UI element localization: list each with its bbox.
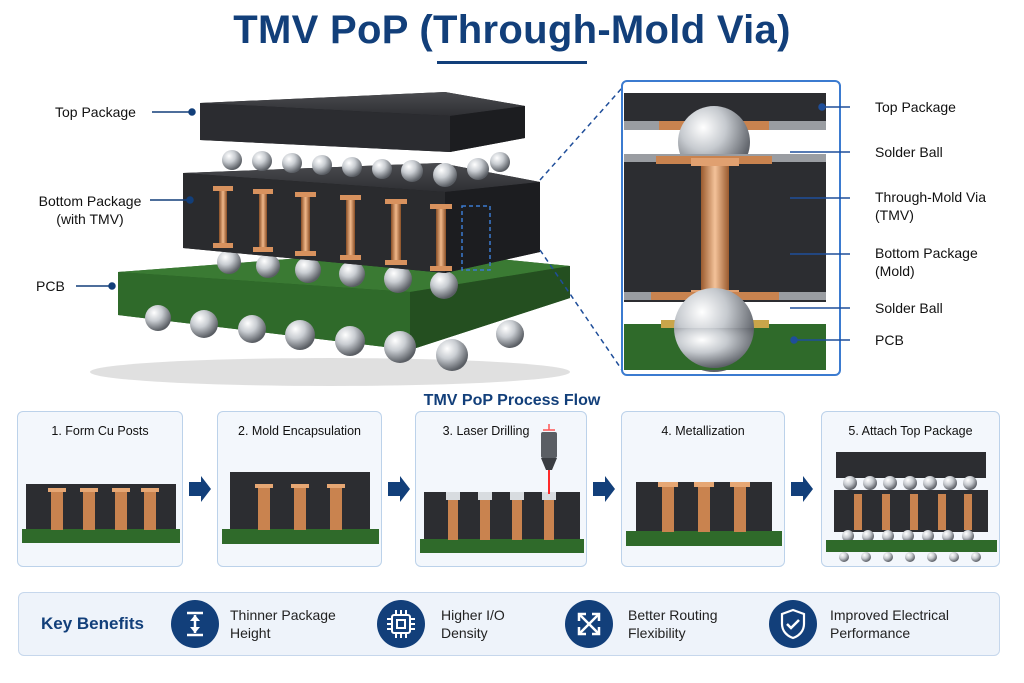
- stack-shadow: [90, 358, 570, 386]
- benefit-4-text: Improved Electrical Performance: [830, 606, 949, 642]
- detail-label-solder-ball-bottom: Solder Ball: [875, 300, 943, 316]
- step-3-illustration: [420, 424, 584, 553]
- process-step-3: 3. Laser Drilling: [415, 411, 587, 567]
- left-leader-lines: [76, 108, 196, 290]
- benefit-3-text: Better Routing Flexibility: [628, 606, 718, 642]
- page-title: TMV PoP (Through-Mold Via): [233, 8, 791, 52]
- detail-label-solder-ball-top: Solder Ball: [875, 144, 943, 160]
- label-bottom-package-line2: (with TMV): [56, 211, 124, 227]
- key-benefits-title: Key Benefits: [41, 614, 144, 633]
- detail-connector-top: [539, 87, 623, 181]
- process-step-5: 5. Attach Top Package: [821, 411, 1000, 567]
- benefit-1-line1: Thinner Package: [230, 607, 336, 623]
- detail-label-tmv-line2: (TMV): [875, 207, 914, 223]
- stack-illustration: [76, 87, 623, 386]
- upper-solder-balls: [222, 150, 510, 187]
- detail-leader-lines: [790, 103, 850, 344]
- process-step-1: 1. Form Cu Posts: [17, 411, 183, 567]
- detail-label-pcb: PCB: [875, 332, 904, 348]
- benefit-2-line1: Higher I/O: [441, 607, 505, 623]
- step-1-label: 1. Form Cu Posts: [51, 424, 149, 438]
- pcb-underside-balls: [145, 305, 524, 371]
- label-bottom-package: Bottom Package (with TMV): [30, 192, 150, 228]
- step-5-label: 5. Attach Top Package: [848, 424, 973, 438]
- top-package: [200, 92, 525, 152]
- benefit-3-line2: Flexibility: [628, 625, 686, 641]
- benefit-4-line1: Improved Electrical: [830, 607, 950, 623]
- benefit-1-text: Thinner Package Height: [230, 606, 336, 642]
- step-2-illustration: [222, 472, 379, 544]
- detail-label-tmv-line1: Through-Mold Via: [875, 189, 987, 205]
- height-arrows-icon: [171, 600, 219, 648]
- benefit-4-line2: Performance: [830, 625, 911, 641]
- benefit-1-line2: Height: [230, 625, 271, 641]
- label-pcb: PCB: [36, 278, 65, 294]
- callout-dashed-box: [461, 205, 491, 271]
- process-flow-title: TMV PoP Process Flow: [423, 392, 601, 409]
- chip-icon: [377, 600, 425, 648]
- flow-arrow-4: [791, 476, 813, 502]
- laser-head-icon: [541, 424, 557, 494]
- step-3-label: 3. Laser Drilling: [442, 424, 530, 438]
- step-4-label: 4. Metallization: [661, 424, 745, 438]
- benefit-2-line2: Density: [441, 625, 488, 641]
- detail-label-bottom-package: Bottom Package (Mold): [875, 244, 978, 280]
- detail-label-top-package: Top Package: [875, 99, 956, 115]
- process-step-4: 4. Metallization: [621, 411, 785, 567]
- tmv-copper-posts: [213, 186, 452, 271]
- detail-label-tmv: Through-Mold Via (TMV): [875, 188, 986, 224]
- flow-arrow-2: [388, 476, 410, 502]
- benefit-2-text: Higher I/O Density: [441, 606, 505, 642]
- title-underline: [437, 61, 587, 64]
- benefit-3-line1: Better Routing: [628, 607, 718, 623]
- detail-label-bottom-line2: (Mold): [875, 263, 915, 279]
- expand-arrows-icon: [565, 600, 613, 648]
- shield-check-icon: [769, 600, 817, 648]
- detail-connector-bottom: [539, 249, 623, 371]
- step-1-illustration: [22, 484, 180, 543]
- detail-label-bottom-line1: Bottom Package: [875, 245, 978, 261]
- step-2-label: 2. Mold Encapsulation: [238, 424, 361, 438]
- label-bottom-package-line1: Bottom Package: [38, 193, 142, 209]
- cross-section-detail: [621, 80, 841, 376]
- label-top-package: Top Package: [55, 104, 136, 120]
- flow-arrow-1: [189, 476, 211, 502]
- lower-solder-balls: [217, 250, 458, 299]
- step-5-illustration: [826, 452, 997, 562]
- detail-tmv-via: [701, 160, 729, 300]
- flow-arrow-3: [593, 476, 615, 502]
- key-benefits-bar: Key Benefits Thinner Package Height High…: [18, 592, 1000, 656]
- step-4-illustration: [626, 482, 782, 546]
- process-step-2: 2. Mold Encapsulation: [217, 411, 382, 567]
